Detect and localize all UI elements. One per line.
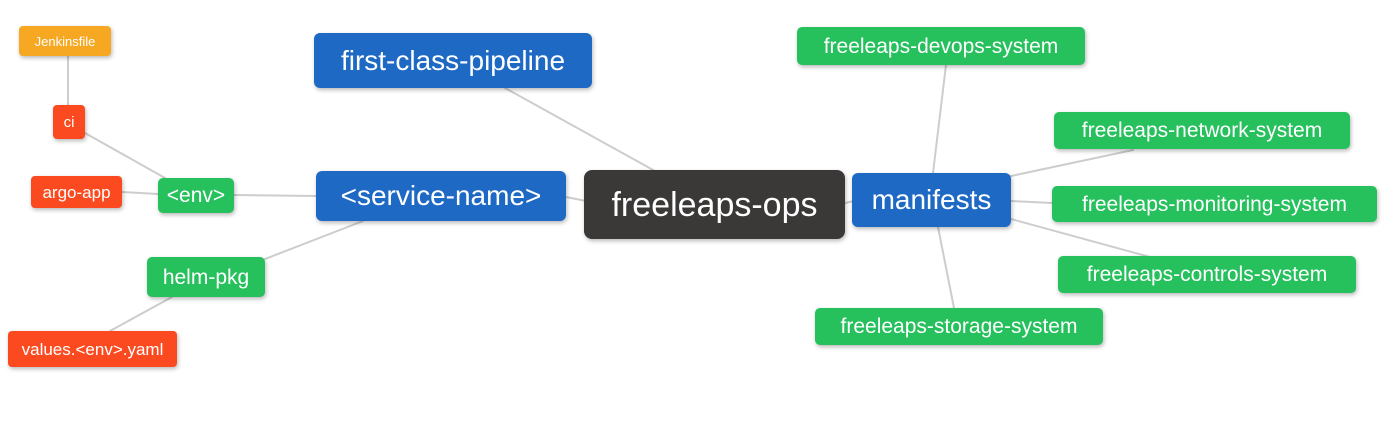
edge-manifests-monitoring [1010, 200, 1053, 204]
node-freeleaps-storage-system[interactable]: freeleaps-storage-system [815, 308, 1103, 345]
node-helm-pkg[interactable]: helm-pkg [147, 257, 265, 297]
edge-env-service-name [233, 194, 317, 197]
edge-helm-pkg-service-name [264, 220, 364, 260]
node-values-env-yaml[interactable]: values.<env>.yaml [8, 331, 177, 367]
edge-argo-app-env [121, 191, 159, 195]
edge-values-helm-pkg [109, 296, 173, 332]
edge-pipeline-root [504, 87, 656, 172]
edge-manifests-storage [937, 226, 955, 309]
node-env[interactable]: <env> [158, 178, 234, 213]
node-jenkinsfile[interactable]: Jenkinsfile [19, 26, 111, 56]
node-first-class-pipeline[interactable]: first-class-pipeline [314, 33, 592, 88]
node-freeleaps-devops-system[interactable]: freeleaps-devops-system [797, 27, 1085, 65]
node-freeleaps-network-system[interactable]: freeleaps-network-system [1054, 112, 1350, 149]
node-freeleaps-ops[interactable]: freeleaps-ops [584, 170, 845, 239]
node-argo-app[interactable]: argo-app [31, 176, 122, 208]
edge-ci-env [84, 132, 166, 179]
edge-manifests-devops [932, 64, 947, 174]
node-service-name[interactable]: <service-name> [316, 171, 566, 221]
node-freeleaps-monitoring-system[interactable]: freeleaps-monitoring-system [1052, 186, 1377, 222]
node-manifests[interactable]: manifests [852, 173, 1011, 227]
edge-manifests-network [1010, 149, 1134, 177]
edge-manifests-controls [1010, 218, 1151, 258]
node-ci[interactable]: ci [53, 105, 85, 139]
node-freeleaps-controls-system[interactable]: freeleaps-controls-system [1058, 256, 1356, 293]
edge-service-name-root [565, 196, 587, 202]
